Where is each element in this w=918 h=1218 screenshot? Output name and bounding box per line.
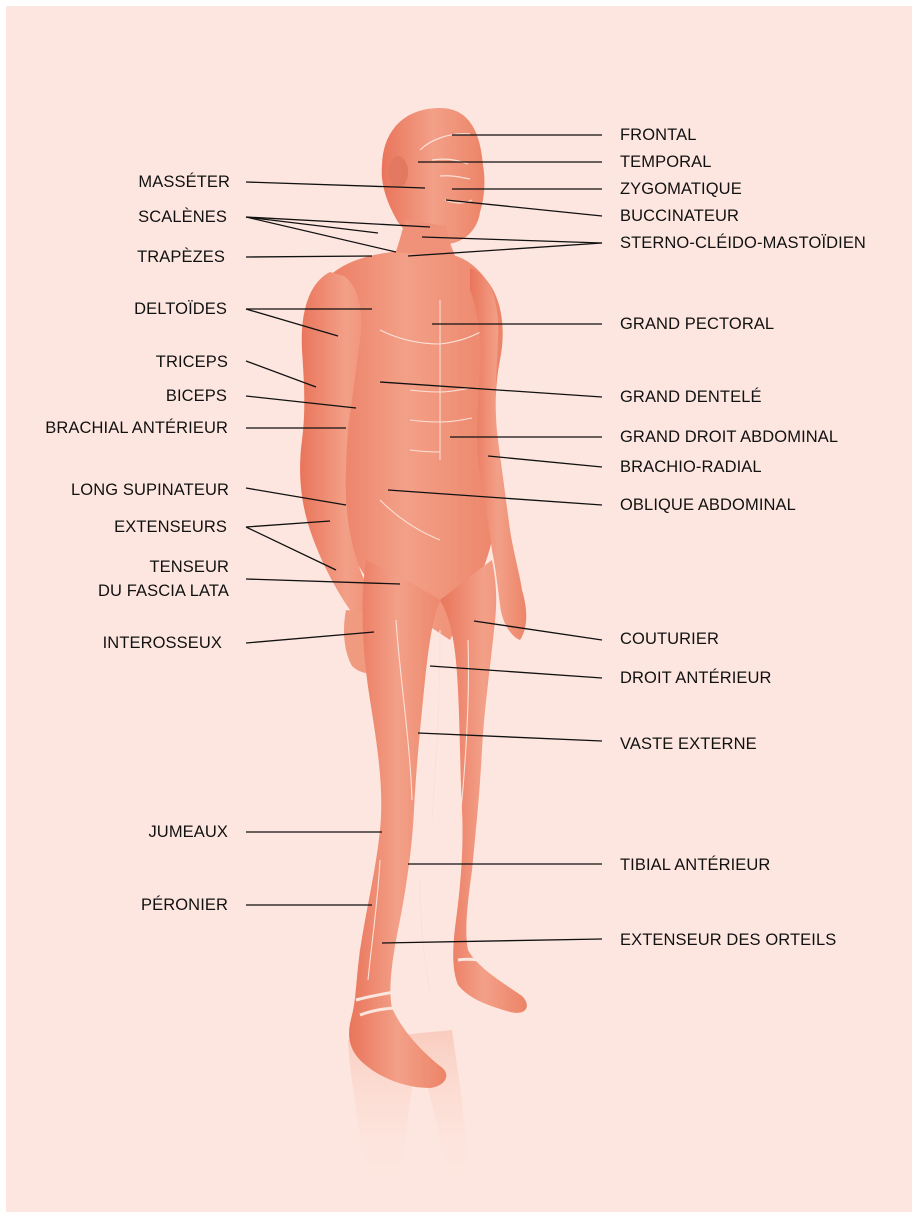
label-scalenes: SCALÈNES (138, 205, 227, 229)
leader-masseter (246, 182, 425, 188)
label-extenseur-des-orteils: EXTENSEUR DES ORTEILS (620, 928, 836, 952)
leader-droit-anterieur (430, 666, 602, 678)
label-oblique-abdominal: OBLIQUE ABDOMINAL (620, 493, 796, 517)
leader-sterno-a (422, 237, 602, 243)
label-masseter: MASSÉTER (138, 170, 230, 194)
leader-extenseurs-a (246, 521, 330, 527)
label-droit-anterieur: DROIT ANTÉRIEUR (620, 666, 772, 690)
label-brachio-radial: BRACHIO-RADIAL (620, 455, 762, 479)
leader-extenseur-orteils (382, 939, 602, 943)
label-interosseux: INTEROSSEUX (103, 631, 222, 655)
label-temporal: TEMPORAL (620, 150, 712, 174)
label-tenseur-fascia-lata: TENSEUR DU FASCIA LATA (98, 555, 229, 603)
label-tenseur-line1: TENSEUR (98, 555, 229, 579)
label-trapezes: TRAPÈZES (137, 245, 225, 269)
label-frontal: FRONTAL (620, 123, 696, 147)
label-peronier: PÉRONIER (141, 893, 228, 917)
label-sterno-cleido-mastoidien: STERNO-CLÉIDO-MASTOÏDIEN (620, 231, 866, 255)
label-long-supinateur: LONG SUPINATEUR (71, 478, 229, 502)
label-triceps: TRICEPS (156, 350, 228, 374)
leader-couturier (474, 621, 602, 640)
leader-biceps (246, 396, 356, 408)
label-grand-dentele: GRAND DENTELÉ (620, 385, 762, 409)
label-biceps: BICEPS (166, 384, 227, 408)
leader-tenseur (246, 579, 400, 584)
leader-buccinateur (446, 200, 602, 216)
leader-oblique (388, 490, 602, 505)
leader-sterno-b (408, 243, 602, 256)
leader-scalenes-a (246, 217, 430, 227)
leader-deltoides-b (246, 309, 338, 336)
leader-vaste-externe (418, 733, 602, 741)
leader-scalenes-b (246, 217, 396, 252)
label-deltoides: DELTOÏDES (134, 297, 227, 321)
label-extenseurs: EXTENSEURS (114, 515, 227, 539)
leader-interosseux (246, 632, 374, 643)
leader-triceps (246, 361, 316, 387)
label-brachial-anterieur: BRACHIAL ANTÉRIEUR (45, 416, 228, 440)
leader-brachio-radial (488, 456, 602, 467)
leader-grand-dentele (380, 382, 602, 397)
label-tenseur-line2: DU FASCIA LATA (98, 579, 229, 603)
label-tibial-anterieur: TIBIAL ANTÉRIEUR (620, 853, 770, 877)
leader-trapezes (246, 256, 372, 257)
leader-scalenes-c (246, 217, 378, 233)
label-jumeaux: JUMEAUX (148, 820, 228, 844)
label-couturier: COUTURIER (620, 627, 719, 651)
label-zygomatique: ZYGOMATIQUE (620, 177, 742, 201)
label-grand-pectoral: GRAND PECTORAL (620, 312, 774, 336)
label-grand-droit-abdominal: GRAND DROIT ABDOMINAL (620, 425, 838, 449)
label-buccinateur: BUCCINATEUR (620, 204, 739, 228)
leader-extenseurs-b (246, 527, 336, 570)
label-vaste-externe: VASTE EXTERNE (620, 732, 757, 756)
leader-long-supinateur (246, 488, 346, 505)
